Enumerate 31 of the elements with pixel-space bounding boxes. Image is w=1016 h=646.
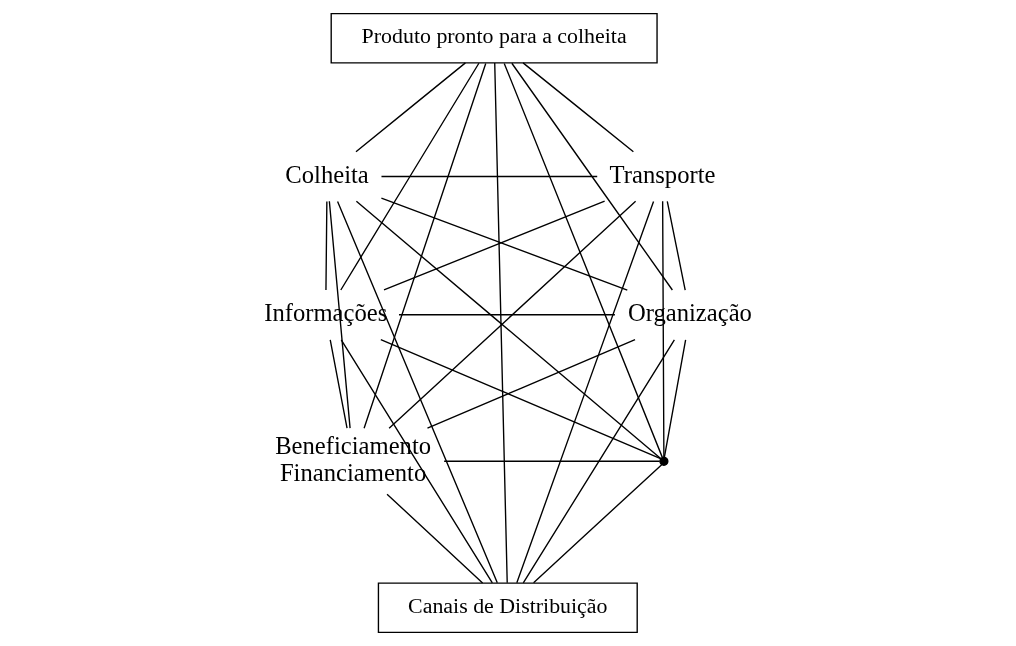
- connector: [522, 339, 675, 584]
- connector: [354, 62, 466, 153]
- connector: [661, 200, 665, 458]
- connector: [521, 62, 634, 153]
- connector: [328, 200, 351, 429]
- connector: [493, 62, 508, 584]
- connector: [666, 200, 686, 291]
- connector: [532, 464, 662, 584]
- connector: [324, 200, 328, 291]
- connector: [385, 493, 483, 584]
- connector: [339, 62, 480, 291]
- connector: [397, 314, 616, 316]
- connector: [355, 200, 661, 460]
- node-text: Colheita: [284, 160, 369, 188]
- node-text: Transporte: [609, 160, 715, 188]
- connector: [340, 339, 493, 584]
- connector: [379, 338, 661, 460]
- connector: [336, 200, 498, 584]
- connector: [510, 62, 673, 291]
- node-box: Canais de Distribuição: [377, 582, 638, 634]
- connector: [362, 62, 486, 429]
- connector: [663, 339, 686, 458]
- connector: [426, 338, 636, 429]
- connector: [515, 200, 654, 584]
- connector: [329, 339, 348, 429]
- connector: [442, 460, 660, 462]
- node-box: Produto pronto para a colheita: [330, 12, 658, 64]
- node-point: [658, 456, 669, 466]
- connector: [503, 62, 663, 459]
- connector: [387, 200, 636, 429]
- connector: [380, 175, 598, 178]
